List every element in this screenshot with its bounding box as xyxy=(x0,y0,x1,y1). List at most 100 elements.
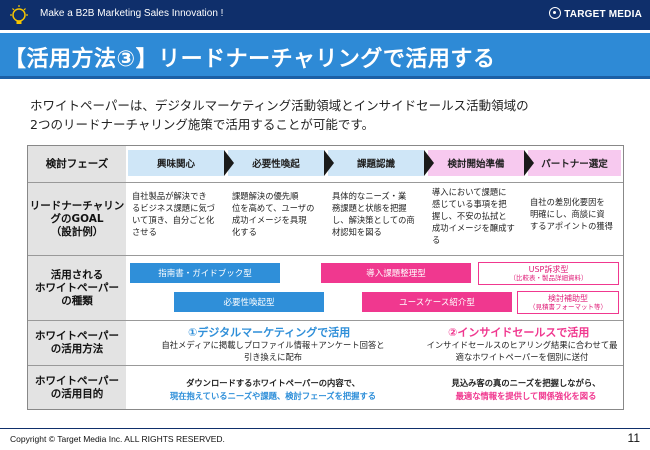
phase-preparation: 検討開始準備 xyxy=(428,150,534,176)
brand-mark-icon xyxy=(549,7,562,19)
goal-line: させる xyxy=(132,227,157,237)
row-header-phase-text: 検討フェーズ xyxy=(45,157,109,170)
intro-line-1: ホワイトペーパーは、デジタルマーケティング活動領域とインサイドセールス活動領域の xyxy=(30,98,529,113)
row-header-types-line-2: ホワイトペーパー xyxy=(35,281,119,294)
copyright-text: Copyright © Target Media Inc. ALL RIGHTS… xyxy=(10,434,225,444)
row-header-purpose-line-1: ホワイトペーパー xyxy=(35,374,119,387)
phase-label: 課題認識 xyxy=(356,159,395,170)
footer-divider xyxy=(0,428,650,429)
goal-line: し、解決策としての商 xyxy=(332,215,415,225)
goal-line: 感じている事項を把 xyxy=(432,199,507,209)
wp-label: 検討補助型 xyxy=(548,293,588,303)
row-header-goal-line-1: リードナーチャリン xyxy=(29,199,125,212)
phase-arrow-icon xyxy=(524,150,534,176)
goal-line: 務課題と状態を把握 xyxy=(332,203,407,213)
goal-line: 課題解決の優先順 xyxy=(232,191,299,201)
phase-label: 検討開始準備 xyxy=(447,159,505,170)
intro-line-2: 2つのリードナーチャリング施策で活用することが可能です。 xyxy=(30,117,375,132)
goal-line: 具体的なニーズ・業 xyxy=(332,191,407,201)
method-desc-line: インサイドセールスのヒアリング結果に合わせて最 xyxy=(426,340,618,350)
nurturing-table: 検討フェーズ リードナーチャリン グのGOAL （設計例） 活用される ホワイト… xyxy=(27,145,624,410)
wp-guidebook: 指南書・ガイドブック型 xyxy=(130,263,280,283)
row-header-method-line-2: の活用方法 xyxy=(50,343,104,355)
wp-label: ユースケース紹介型 xyxy=(399,298,475,308)
purpose-digital-line-1: ダウンロードするホワイトペーパーの内容で、 xyxy=(186,378,360,388)
purpose-digital-line-2: 現在抱えているニーズや課題、検討フェーズを把握する xyxy=(169,391,377,401)
row-header-types-line-1: 活用される xyxy=(50,268,104,281)
goal-line: 成功イメージを醸成す xyxy=(432,223,515,233)
row-divider xyxy=(126,365,623,366)
goal-partner: 自社の差別化要因を 明確にし、商談に資 するアポイントの獲得 xyxy=(530,196,622,232)
wp-usecase: ユースケース紹介型 xyxy=(362,292,512,312)
row-header-goal: リードナーチャリン グのGOAL （設計例） xyxy=(28,183,126,256)
row-header-types-line-3: の種類 xyxy=(61,294,93,307)
intro-text: ホワイトペーパーは、デジタルマーケティング活動領域とインサイドセールス活動領域の… xyxy=(30,96,529,134)
wp-sublabel: （見積書フォーマット等） xyxy=(529,302,607,311)
wp-label: 指南書・ガイドブック型 xyxy=(158,269,252,279)
method-desc-line: 適なホワイトペーパーを個別に送付 xyxy=(455,352,589,362)
phase-label: パートナー選定 xyxy=(541,159,608,170)
goal-preparation: 導入において課題に 感じている事項を把 握し、不安の払拭と 成功イメージを醸成す… xyxy=(432,186,524,246)
goal-line: 明確にし、商談に資 xyxy=(530,209,605,219)
page-number: 11 xyxy=(627,431,640,445)
wp-case-organize: 導入課題整理型 xyxy=(321,263,471,283)
goal-line: 化する xyxy=(232,227,257,237)
goal-line: 自社の差別化要因を xyxy=(530,197,605,207)
phase-partner: パートナー選定 xyxy=(528,150,621,176)
goal-line: するアポイントの獲得 xyxy=(530,221,613,231)
phase-recognition: 課題認識 xyxy=(328,150,434,176)
row-header-goal-line-2: グのGOAL xyxy=(50,212,104,225)
row-divider xyxy=(126,255,623,256)
slide-title-bar: 【活用方法③】リードナーチャリングで活用する xyxy=(0,33,650,79)
row-header-method-line-1: ホワイトペーパー xyxy=(35,330,119,342)
lightbulb-logo-icon xyxy=(10,5,28,24)
goal-line: 握し、不安の払拭と xyxy=(432,211,507,221)
phase-arrow-icon xyxy=(424,150,434,176)
phase-arrow-icon xyxy=(324,150,334,176)
method-digital-desc: 自社メディアに掲載しプロファイル情報＋アンケート回答と 引き換えに配布 xyxy=(148,339,398,363)
row-header-method: ホワイトペーパー の活用方法 xyxy=(28,321,126,366)
phase-arrow-icon xyxy=(224,150,234,176)
header-tagline: Make a B2B Marketing Sales Innovation ! xyxy=(40,8,224,19)
wp-necessity: 必要性喚起型 xyxy=(174,292,324,312)
goal-line: 成功イメージを具現 xyxy=(232,215,307,225)
wp-label: 導入課題整理型 xyxy=(366,269,426,279)
wp-consideration-aid: 検討補助型 （見積書フォーマット等） xyxy=(517,291,619,314)
row-header-purpose: ホワイトペーパー の活用目的 xyxy=(28,366,126,409)
purpose-inside-line-1: 見込み客の真のニーズを把握しながら、 xyxy=(451,378,601,388)
goal-line: 位を高めて、ユーザの xyxy=(232,203,315,213)
method-inside-desc: インサイドセールスのヒアリング結果に合わせて最 適なホワイトペーパーを個別に送付 xyxy=(422,339,622,363)
goal-line: る xyxy=(432,235,441,245)
row-header-phase: 検討フェーズ xyxy=(28,146,126,183)
goal-necessity: 課題解決の優先順 位を高めて、ユーザの 成功イメージを具現 化する xyxy=(232,190,324,238)
top-header-bar: Make a B2B Marketing Sales Innovation ! … xyxy=(0,0,650,30)
goal-line: いて頂き、自分ごと化 xyxy=(132,215,215,225)
phase-necessity: 必要性喚起 xyxy=(228,150,334,176)
phase-label: 興味関心 xyxy=(156,159,195,170)
goal-line: 材認知を図る xyxy=(332,227,382,237)
row-divider xyxy=(126,182,623,183)
goal-interest: 自社製品が解決でき るビジネス課題に気づ いて頂き、自分ごと化 させる xyxy=(132,190,224,238)
slide-title: 【活用方法③】リードナーチャリングで活用する xyxy=(4,47,496,72)
wp-usp: USP訴求型 （比較表・製品詳細資料） xyxy=(478,262,619,285)
title-underline xyxy=(0,76,650,79)
method-inside-title: ②インサイドセールスで活用 xyxy=(448,326,590,339)
purpose-inside-line-2: 最適な情報を提供して関係強化を図る xyxy=(455,391,597,401)
wp-sublabel: （比較表・製品詳細資料） xyxy=(509,273,588,282)
row-divider xyxy=(126,320,623,321)
row-header-goal-line-3: （設計例） xyxy=(50,225,104,238)
row-header-types: 活用される ホワイトペーパー の種類 xyxy=(28,256,126,321)
method-digital-title: ①デジタルマーケティングで活用 xyxy=(188,326,351,339)
goal-recognition: 具体的なニーズ・業 務課題と状態を把握 し、解決策としての商 材認知を図る xyxy=(332,190,424,238)
phase-interest: 興味関心 xyxy=(128,150,234,176)
brand-name: TARGET MEDIA xyxy=(564,9,642,20)
goal-line: 自社製品が解決でき xyxy=(132,191,207,201)
row-header-purpose-line-2: の活用目的 xyxy=(50,387,104,400)
brand-logo: TARGET MEDIA xyxy=(549,7,642,20)
goal-line: るビジネス課題に気づ xyxy=(132,203,215,213)
phase-label: 必要性喚起 xyxy=(252,159,300,170)
wp-label: USP訴求型 xyxy=(528,264,569,274)
goal-line: 導入において課題に xyxy=(432,187,507,197)
method-desc-line: 引き換えに配布 xyxy=(243,352,303,362)
wp-label: 必要性喚起型 xyxy=(223,298,275,308)
